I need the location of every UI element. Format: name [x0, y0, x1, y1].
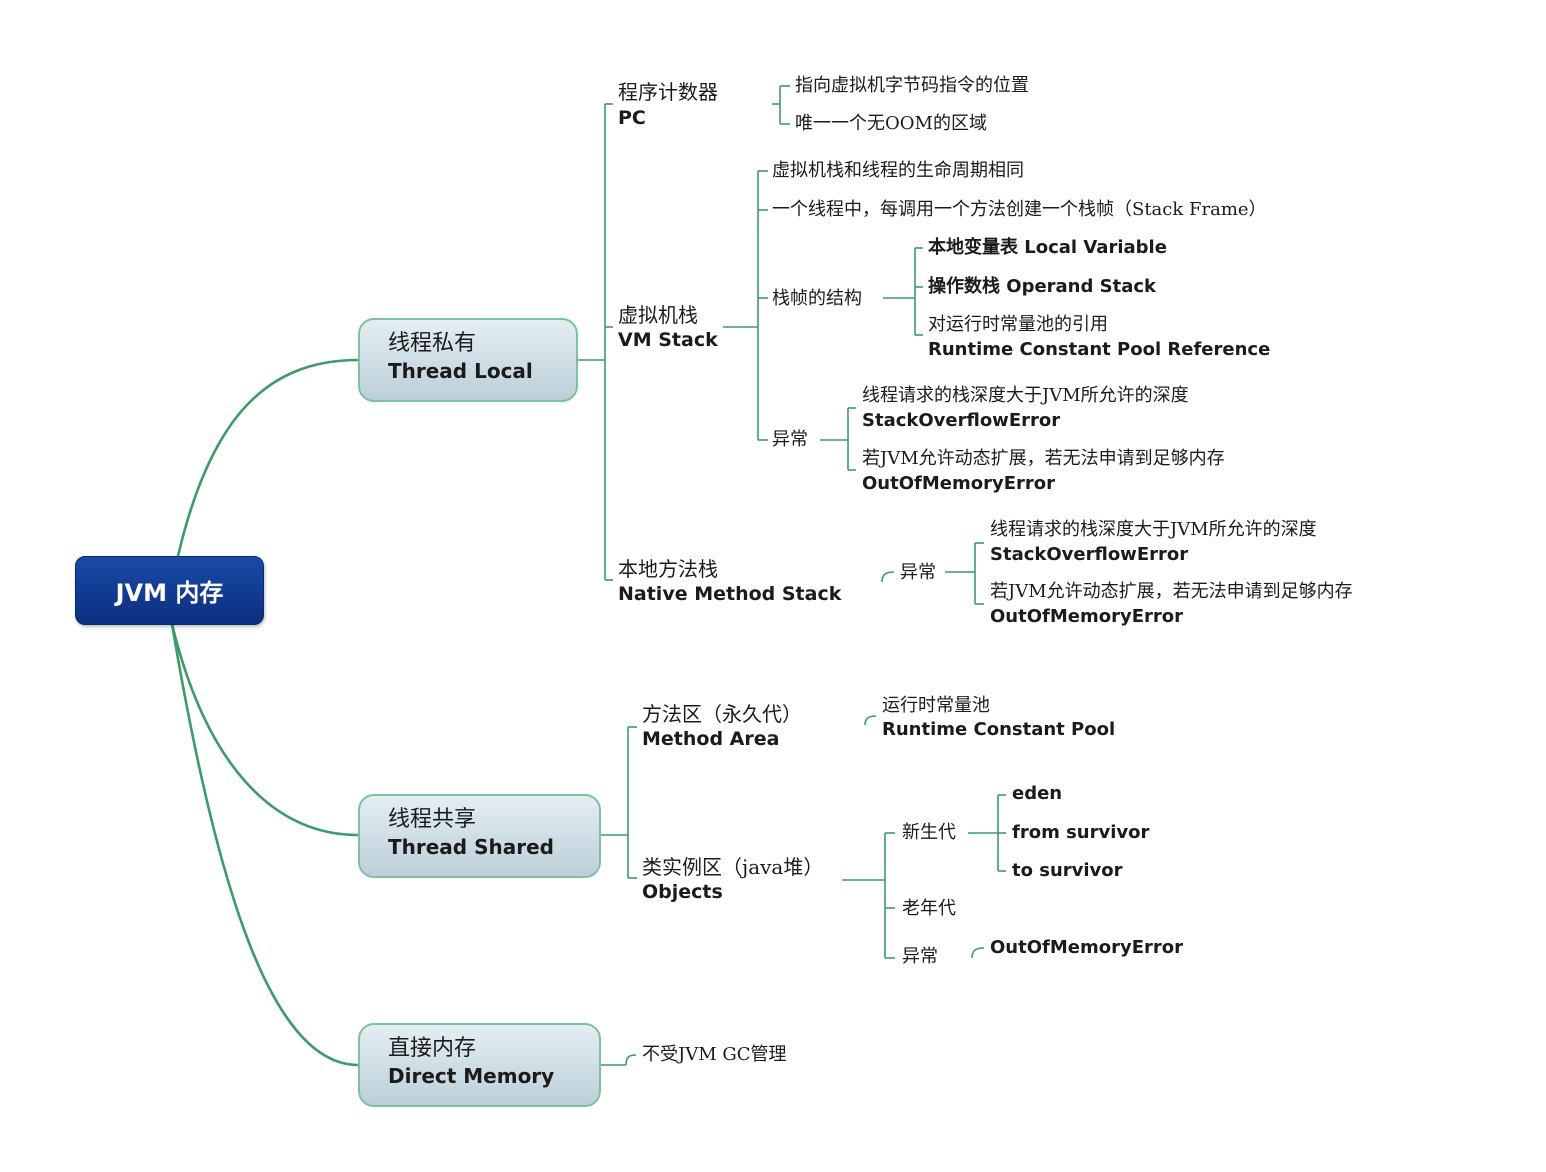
- frame-structure-label: 栈帧的结构: [772, 288, 862, 309]
- young-gen-from-survivor: from survivor: [1012, 822, 1150, 843]
- branch-direct-memory-zh: 直接内存: [388, 1036, 477, 1061]
- native-stack-so-zh: 线程请求的栈深度大于JVM所允许的深度: [990, 519, 1317, 540]
- runtime-pool-en: Runtime Constant Pool: [882, 719, 1116, 740]
- pc-en: PC: [618, 107, 646, 129]
- branch-thread-local-zh: 线程私有: [388, 331, 477, 356]
- branch-thread-local-en: Thread Local: [388, 359, 533, 383]
- heap-exception-label: 异常: [902, 946, 938, 967]
- pc-item-1: 指向虚拟机字节码指令的位置: [795, 75, 1029, 96]
- vm-stack-item-1: 虚拟机栈和线程的生命周期相同: [772, 160, 1024, 181]
- branch-thread-local: 线程私有 Thread Local: [358, 318, 578, 402]
- objects-zh: 类实例区（java堆）: [642, 855, 824, 879]
- heap-oom-error: OutOfMemoryError: [990, 937, 1183, 958]
- native-stack-zh: 本地方法栈: [618, 557, 718, 581]
- vm-stack-so-en: StackOverflowError: [862, 410, 1061, 431]
- method-area-en: Method Area: [642, 728, 780, 750]
- native-stack-oom-en: OutOfMemoryError: [990, 606, 1183, 627]
- young-gen-eden: eden: [1012, 783, 1063, 804]
- native-stack-oom-zh: 若JVM允许动态扩展，若无法申请到足够内存: [990, 581, 1353, 602]
- branch-thread-shared-zh: 线程共享: [388, 807, 477, 832]
- native-stack-exception-label: 异常: [900, 562, 936, 583]
- branch-thread-shared: 线程共享 Thread Shared: [358, 794, 601, 878]
- frame-pool-ref-en: Runtime Constant Pool Reference: [928, 339, 1271, 360]
- old-gen-label: 老年代: [902, 898, 956, 919]
- frame-pool-ref-zh: 对运行时常量池的引用: [928, 314, 1108, 335]
- young-gen-to-survivor: to survivor: [1012, 860, 1123, 881]
- runtime-pool-zh: 运行时常量池: [882, 695, 990, 716]
- objects-en: Objects: [642, 881, 723, 903]
- vm-stack-item-2: 一个线程中，每调用一个方法创建一个栈帧（Stack Frame）: [772, 199, 1267, 220]
- vm-stack-oom-en: OutOfMemoryError: [862, 473, 1055, 494]
- vm-stack-oom-zh: 若JVM允许动态扩展，若无法申请到足够内存: [862, 448, 1225, 469]
- branch-direct-memory-en: Direct Memory: [388, 1064, 555, 1088]
- pc-zh: 程序计数器: [618, 80, 718, 104]
- method-area-zh: 方法区（永久代）: [642, 702, 802, 726]
- direct-memory-note: 不受JVM GC管理: [642, 1044, 787, 1065]
- young-gen-label: 新生代: [902, 822, 956, 843]
- pc-item-2: 唯一一个无OOM的区域: [795, 113, 987, 134]
- frame-local-variable: 本地变量表 Local Variable: [928, 237, 1167, 258]
- native-stack-so-en: StackOverflowError: [990, 544, 1189, 565]
- branch-direct-memory: 直接内存 Direct Memory: [358, 1023, 601, 1107]
- vm-stack-zh: 虚拟机栈: [618, 303, 698, 327]
- frame-operand-stack: 操作数栈 Operand Stack: [928, 276, 1157, 297]
- vm-stack-exception-label: 异常: [772, 429, 808, 450]
- root-title: JVM 内存: [115, 579, 224, 607]
- root-node-jvm-memory: JVM 内存: [75, 556, 264, 625]
- native-stack-en: Native Method Stack: [618, 583, 842, 605]
- vm-stack-so-zh: 线程请求的栈深度大于JVM所允许的深度: [862, 385, 1189, 406]
- branch-thread-shared-en: Thread Shared: [388, 835, 554, 859]
- vm-stack-en: VM Stack: [618, 329, 718, 351]
